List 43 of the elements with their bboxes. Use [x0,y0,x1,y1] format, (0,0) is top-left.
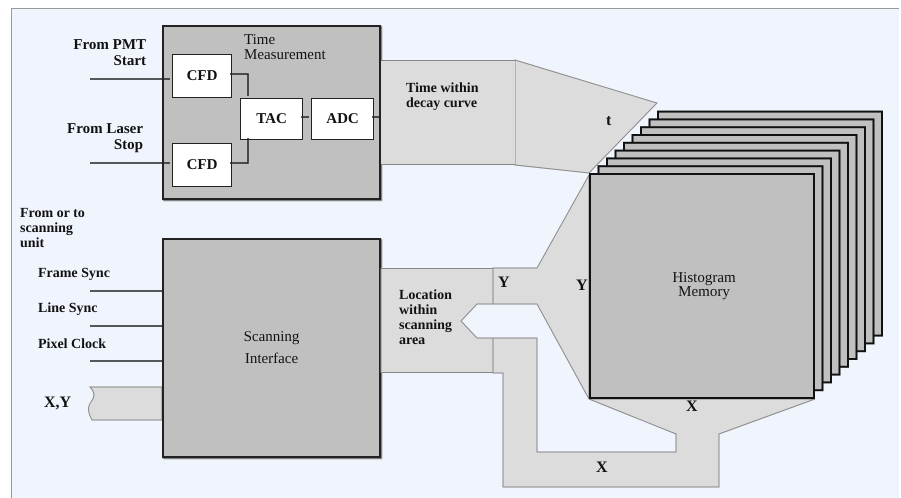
block-label: CFD [186,69,218,83]
signal-label: Frame Sync [38,266,111,281]
block-label: Location within scanning area [399,288,453,348]
signal-line [230,138,249,164]
signal-label: Pixel Clock [38,337,108,352]
data-bus [514,59,658,174]
group-label: From or to scanning unit [20,206,86,251]
signal-line [301,116,309,118]
signal-line [90,78,170,80]
signal-line [230,73,249,96]
signal-label: Line Sync [38,301,99,316]
block-label: Scanning Interface [242,328,300,369]
block-label: TAC [255,112,288,126]
data-bus [492,173,590,400]
function-block [162,25,381,200]
signal-line [90,290,162,292]
edge-label: X [596,461,608,475]
circuit-block [172,54,232,98]
signal-line [90,162,170,164]
signal-label: From PMT Start [72,37,146,69]
edge-label: Y [498,276,510,290]
circuit-block [172,143,232,187]
function-block [162,238,381,458]
signal-label: From Laser Stop [66,121,143,153]
block-label: Time within decay curve [406,81,480,111]
block-label: Histogram Memory [671,271,737,299]
data-bus-band [381,268,493,373]
axis-label: X [686,400,698,414]
data-bus [88,386,162,420]
signal-line [372,116,381,118]
data-bus [492,338,816,488]
signal-line [90,360,162,362]
circuit-block [240,98,303,140]
block-label: Time Measurement [244,33,327,63]
memory-plane [589,173,815,399]
data-bus-band [381,60,515,165]
bus-label: X,Y [44,394,72,411]
signal-line [90,325,162,327]
circuit-block [311,98,374,140]
axis-label: Y [576,279,588,293]
block-label: CFD [186,158,218,172]
edge-label: t [606,114,612,128]
block-label: ADC [325,112,360,126]
